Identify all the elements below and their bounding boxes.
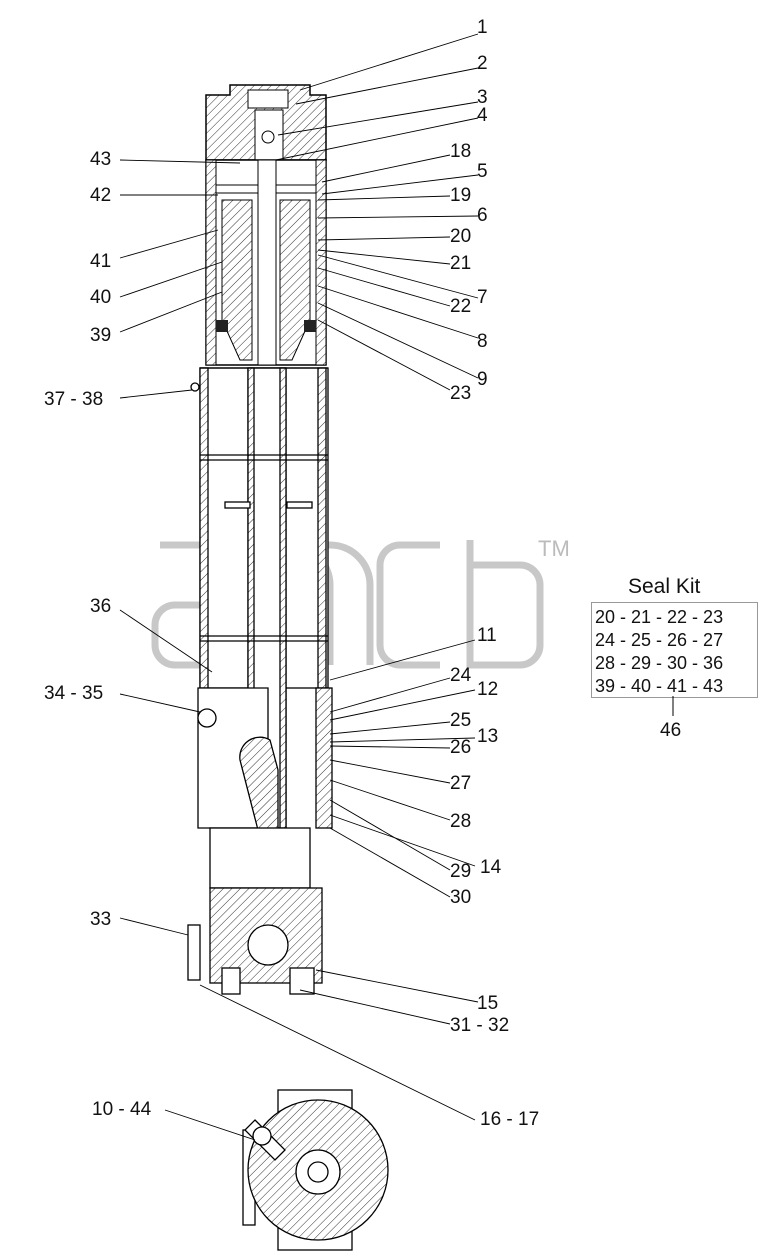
seal-kit-box: 20 - 21 - 22 - 23 24 - 25 - 26 - 27 28 -… bbox=[591, 602, 758, 698]
piston-assembly bbox=[205, 159, 327, 366]
callout-31-32: 31 - 32 bbox=[450, 1015, 510, 1036]
callout-2: 2 bbox=[477, 53, 488, 74]
callout-26: 26 bbox=[450, 737, 472, 758]
callout-33: 33 bbox=[90, 909, 112, 930]
callout-30: 30 bbox=[450, 887, 472, 908]
callout-39: 39 bbox=[90, 325, 112, 346]
seal-kit-leader bbox=[672, 696, 674, 716]
callout-29: 29 bbox=[450, 861, 472, 882]
callout-7: 7 bbox=[477, 287, 488, 308]
callout-11: 11 bbox=[477, 625, 497, 646]
seal-kit-ref: 46 bbox=[660, 720, 682, 741]
callout-18: 18 bbox=[450, 141, 472, 162]
callout-15: 15 bbox=[477, 993, 499, 1014]
callout-14: 14 bbox=[480, 857, 502, 878]
callout-22: 22 bbox=[450, 296, 472, 317]
callout-40: 40 bbox=[90, 287, 112, 308]
callout-41: 41 bbox=[90, 251, 112, 272]
callout-5: 5 bbox=[477, 161, 488, 182]
callout-34-35: 34 - 35 bbox=[44, 683, 104, 704]
callout-8: 8 bbox=[477, 331, 488, 352]
seal-kit-row: 20 - 21 - 22 - 23 bbox=[595, 607, 724, 627]
seal-kit-row: 28 - 29 - 30 - 36 bbox=[595, 653, 724, 673]
callout-24: 24 bbox=[450, 665, 472, 686]
leader-lines bbox=[119, 33, 479, 1141]
trademark-symbol: TM bbox=[538, 536, 570, 561]
callout-27: 27 bbox=[450, 773, 472, 794]
callout-42: 42 bbox=[90, 185, 112, 206]
callout-10-44: 10 - 44 bbox=[92, 1099, 152, 1120]
callout-28: 28 bbox=[450, 811, 472, 832]
lower-body bbox=[187, 687, 333, 995]
end-view bbox=[242, 1089, 389, 1251]
callout-12: 12 bbox=[477, 679, 499, 700]
callout-19: 19 bbox=[450, 185, 472, 206]
callout-20: 20 bbox=[450, 226, 472, 247]
callout-13: 13 bbox=[477, 726, 499, 747]
callout-25: 25 bbox=[450, 710, 472, 731]
callout-4: 4 bbox=[477, 105, 488, 126]
callout-23: 23 bbox=[450, 383, 472, 404]
callout-37-38: 37 - 38 bbox=[44, 389, 104, 410]
callout-21: 21 bbox=[450, 253, 472, 274]
callout-1: 1 bbox=[477, 17, 488, 38]
callout-3: 3 bbox=[477, 87, 488, 108]
callout-43: 43 bbox=[90, 149, 112, 170]
callout-9: 9 bbox=[477, 369, 488, 390]
seal-kit-row: 39 - 40 - 41 - 43 bbox=[595, 676, 724, 696]
callout-36: 36 bbox=[90, 596, 112, 617]
callout-6: 6 bbox=[477, 205, 488, 226]
callout-16-17: 16 - 17 bbox=[480, 1109, 540, 1130]
seal-kit-row: 24 - 25 - 26 - 27 bbox=[595, 630, 724, 650]
seal-kit-title: Seal Kit bbox=[628, 575, 701, 598]
